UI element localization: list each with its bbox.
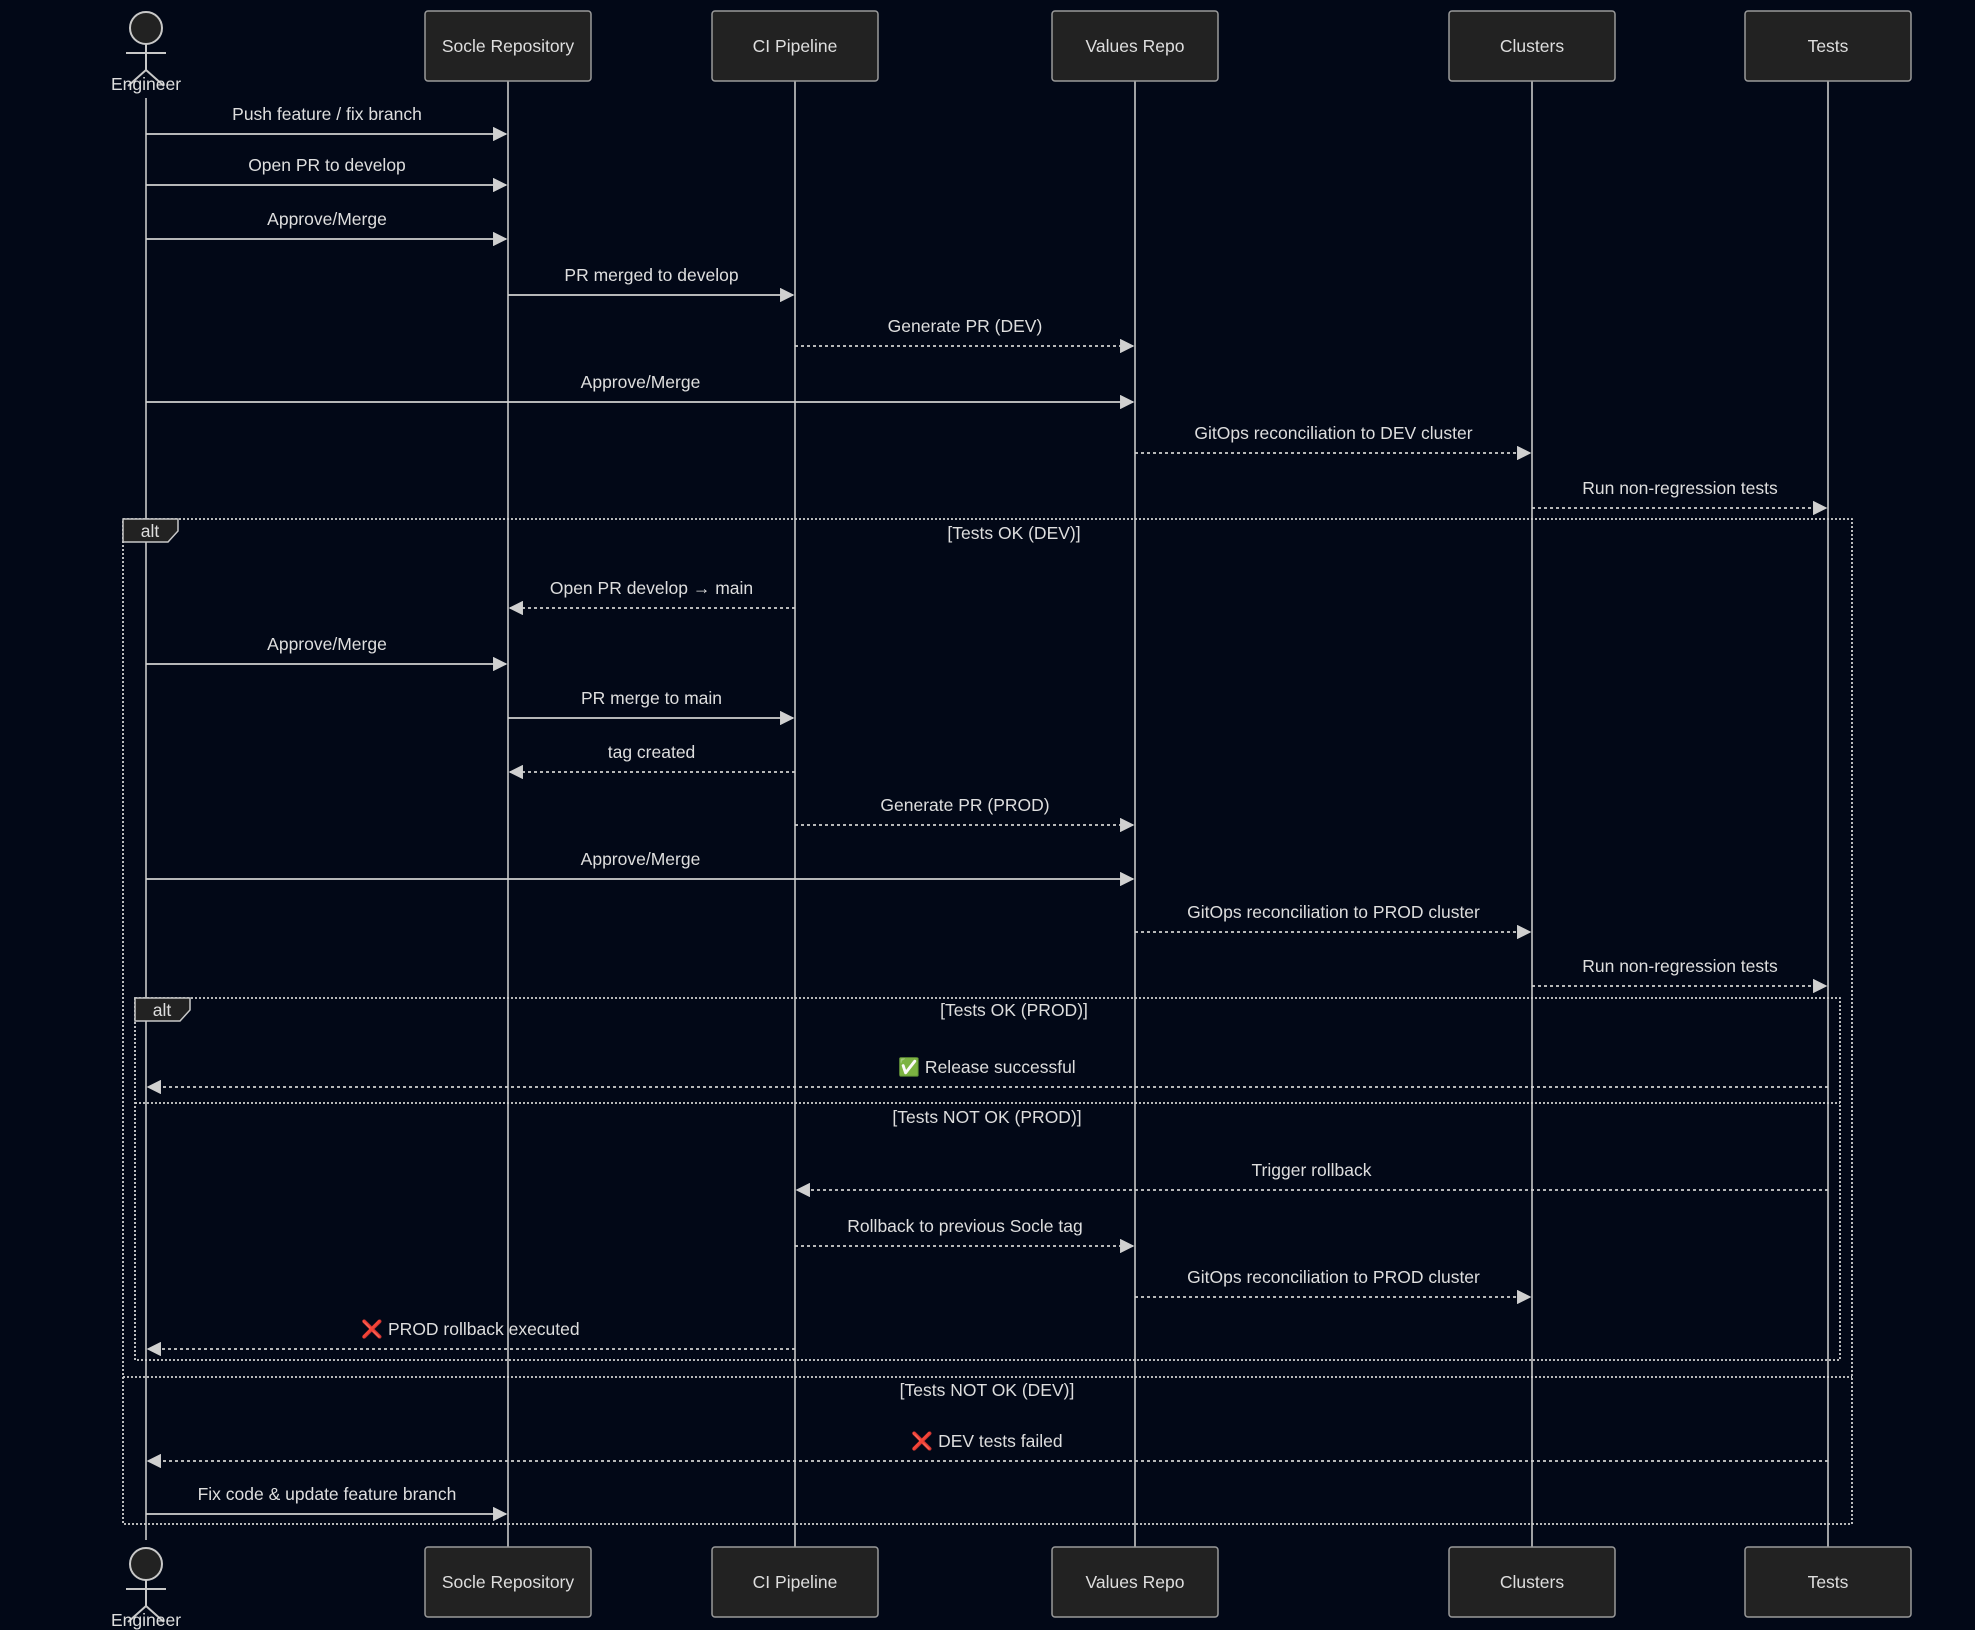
message-label: Open PR to develop <box>248 155 406 175</box>
tests-participant-bottom[interactable]: Tests <box>1744 1546 1912 1618</box>
message-label: Run non-regression tests <box>1582 956 1778 976</box>
message-label: PR merge to main <box>581 688 722 708</box>
participant-label: Socle Repository <box>442 36 575 56</box>
message-label: Generate PR (DEV) <box>888 316 1043 336</box>
alt-condition: [Tests NOT OK (DEV)] <box>900 1380 1075 1400</box>
participant-label: Engineer <box>111 1610 181 1630</box>
message-clusters-to-tests: Run non-regression tests <box>1532 478 1828 516</box>
message-label: ❌ DEV tests failed <box>911 1431 1062 1452</box>
actor-icon <box>129 1547 163 1581</box>
engineer-participant-bottom[interactable]: Engineer <box>111 1547 181 1630</box>
participant-label: Engineer <box>111 74 181 94</box>
participant-label: Tests <box>1808 36 1849 56</box>
alt-label: alt <box>153 1000 172 1020</box>
participant-label: CI Pipeline <box>753 1572 838 1592</box>
message-clusters-to-tests: Run non-regression tests <box>1532 956 1828 994</box>
socle-participant-top[interactable]: Socle Repository <box>424 10 592 82</box>
message-ci-to-values: Generate PR (PROD) <box>795 795 1135 833</box>
message-engineer-to-values: Approve/Merge <box>146 849 1135 887</box>
alt-condition: [Tests OK (DEV)] <box>947 523 1080 543</box>
message-engineer-to-values: Approve/Merge <box>146 372 1135 410</box>
message-label: ✅ Release successful <box>898 1057 1075 1077</box>
alt-condition: [Tests OK (PROD)] <box>940 1000 1088 1020</box>
engineer-participant-top[interactable]: Engineer <box>111 11 181 94</box>
message-ci-to-values: Rollback to previous Socle tag <box>795 1216 1135 1254</box>
participant-label: Clusters <box>1500 1572 1564 1592</box>
message-label: GitOps reconciliation to PROD cluster <box>1187 1267 1480 1287</box>
message-label: Rollback to previous Socle tag <box>847 1216 1082 1236</box>
message-engineer-to-socle: Push feature / fix branch <box>146 104 508 142</box>
message-values-to-clusters: GitOps reconciliation to DEV cluster <box>1135 423 1532 461</box>
message-engineer-to-socle: Approve/Merge <box>146 209 508 247</box>
message-ci-to-socle: tag created <box>508 742 795 780</box>
participant-label: CI Pipeline <box>753 36 838 56</box>
message-label: Open PR develop → main <box>550 578 753 598</box>
message-engineer-to-socle: Fix code & update feature branch <box>146 1484 508 1522</box>
participant-label: Tests <box>1808 1572 1849 1592</box>
tests-participant-top[interactable]: Tests <box>1744 10 1912 82</box>
message-socle-to-ci: PR merge to main <box>508 688 795 726</box>
alt-tag <box>134 997 191 1022</box>
message-label: Push feature / fix branch <box>232 104 422 124</box>
alt-fragment: alt [Tests OK (PROD)] [Tests NOT OK (PROD)… <box>134 997 1841 1361</box>
clusters-participant-top[interactable]: Clusters <box>1448 10 1616 82</box>
clusters-participant-bottom[interactable]: Clusters <box>1448 1546 1616 1618</box>
actor-icon <box>129 11 163 45</box>
participant-label: Socle Repository <box>442 1572 575 1592</box>
message-label: Approve/Merge <box>581 372 701 392</box>
message-tests-to-engineer: ❌ DEV tests failed <box>146 1431 1828 1469</box>
message-label: Run non-regression tests <box>1582 478 1778 498</box>
values-participant-bottom[interactable]: Values Repo <box>1051 1546 1219 1618</box>
message-ci-to-values: Generate PR (DEV) <box>795 316 1135 354</box>
message-label: Approve/Merge <box>581 849 701 869</box>
alt-label: alt <box>141 521 160 541</box>
message-tests-to-ci: Trigger rollback <box>795 1160 1828 1198</box>
ci-participant-top[interactable]: CI Pipeline <box>711 10 879 82</box>
message-label: GitOps reconciliation to DEV cluster <box>1194 423 1472 443</box>
message-label: Trigger rollback <box>1252 1160 1372 1180</box>
message-engineer-to-socle: Open PR to develop <box>146 155 508 193</box>
message-label: Generate PR (PROD) <box>880 795 1049 815</box>
message-values-to-clusters: GitOps reconciliation to PROD cluster <box>1135 1267 1532 1305</box>
socle-participant-bottom[interactable]: Socle Repository <box>424 1546 592 1618</box>
message-label: PR merged to develop <box>564 265 738 285</box>
message-engineer-to-socle: Approve/Merge <box>146 634 508 672</box>
participant-label: Values Repo <box>1086 36 1185 56</box>
ci-participant-bottom[interactable]: CI Pipeline <box>711 1546 879 1618</box>
message-label: Approve/Merge <box>267 209 387 229</box>
message-label: GitOps reconciliation to PROD cluster <box>1187 902 1480 922</box>
message-ci-to-socle: Open PR develop → main <box>508 578 795 616</box>
message-label: Fix code & update feature branch <box>198 1484 457 1504</box>
message-ci-to-engineer: ❌ PROD rollback executed <box>146 1319 795 1357</box>
message-socle-to-ci: PR merged to develop <box>508 265 795 303</box>
alt-fragment: alt [Tests OK (DEV)] [Tests NOT OK (DEV)] <box>122 518 1853 1525</box>
values-participant-top[interactable]: Values Repo <box>1051 10 1219 82</box>
participant-label: Values Repo <box>1086 1572 1185 1592</box>
message-label: Approve/Merge <box>267 634 387 654</box>
participant-label: Clusters <box>1500 36 1564 56</box>
message-label: ❌ PROD rollback executed <box>361 1319 579 1340</box>
alt-condition: [Tests NOT OK (PROD)] <box>892 1107 1081 1127</box>
message-label: tag created <box>608 742 696 762</box>
message-tests-to-engineer: ✅ Release successful <box>146 1057 1828 1095</box>
message-values-to-clusters: GitOps reconciliation to PROD cluster <box>1135 902 1532 940</box>
alt-tag <box>122 518 179 543</box>
